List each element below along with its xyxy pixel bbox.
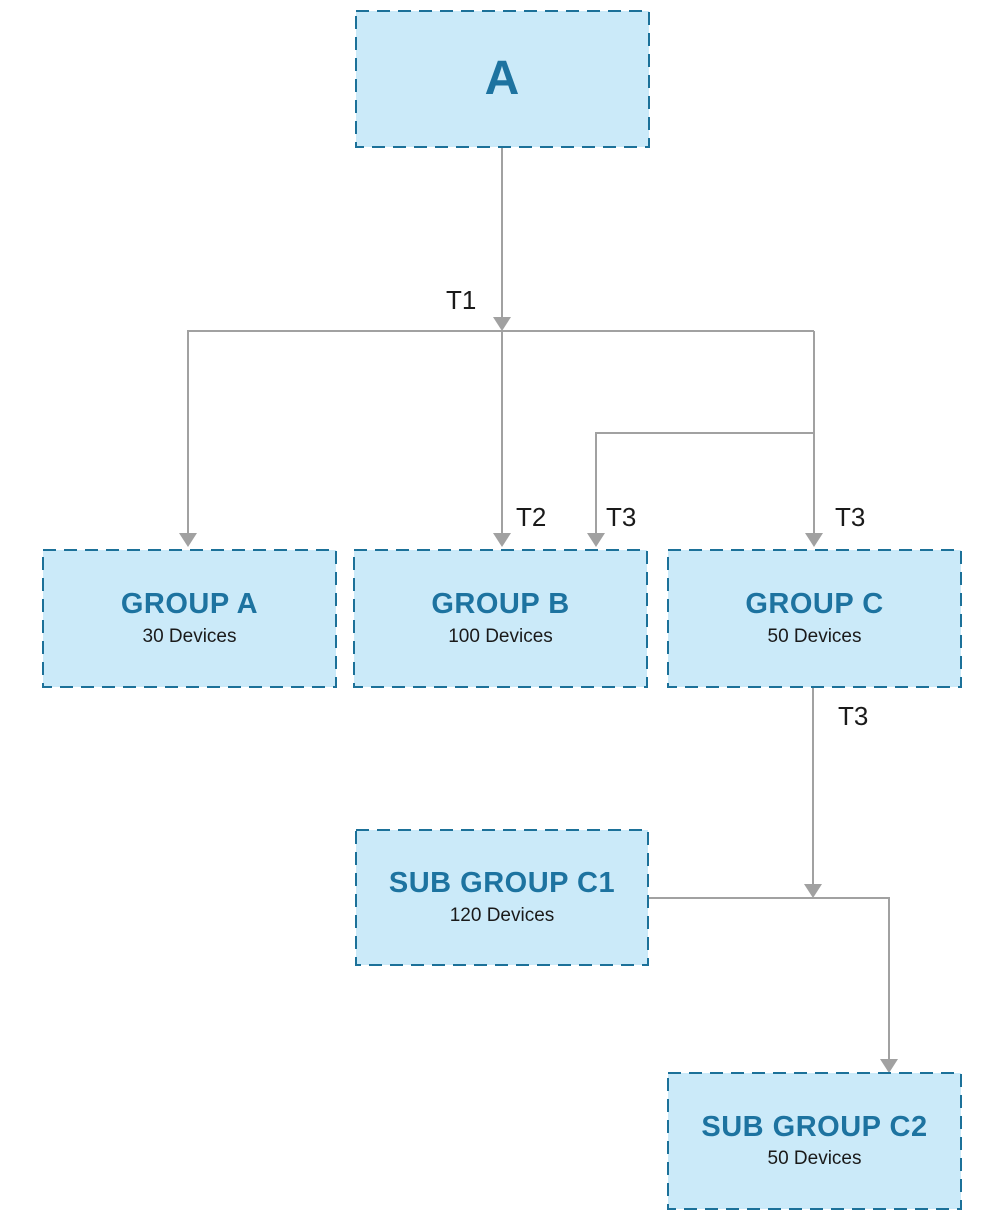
node-group-a-box (42, 549, 337, 688)
edge-label-t3-to-group-c: T3 (835, 502, 866, 532)
edge-bus-to-group-b (493, 331, 511, 547)
edge-root-to-bus (493, 148, 511, 331)
node-group-c-box (667, 549, 962, 688)
edge-group-c-down (804, 688, 822, 898)
node-root-box (355, 10, 650, 148)
edge-bus-to-group-a (179, 330, 197, 547)
edge-label-t1: T1 (446, 285, 477, 315)
node-sub-group-c1-box (355, 829, 649, 966)
edge-bus-to-group-c (805, 331, 823, 547)
node-group-b-box (353, 549, 648, 688)
edge-label-t3-from-group-c: T3 (838, 701, 869, 731)
edge-sub-c1-to-sub-c2 (648, 897, 898, 1073)
edge-label-t2: T2 (516, 502, 547, 532)
node-sub-group-c2-box (667, 1072, 962, 1210)
edge-label-t3-to-group-b: T3 (606, 502, 637, 532)
edge-branch-to-group-b (587, 432, 814, 547)
